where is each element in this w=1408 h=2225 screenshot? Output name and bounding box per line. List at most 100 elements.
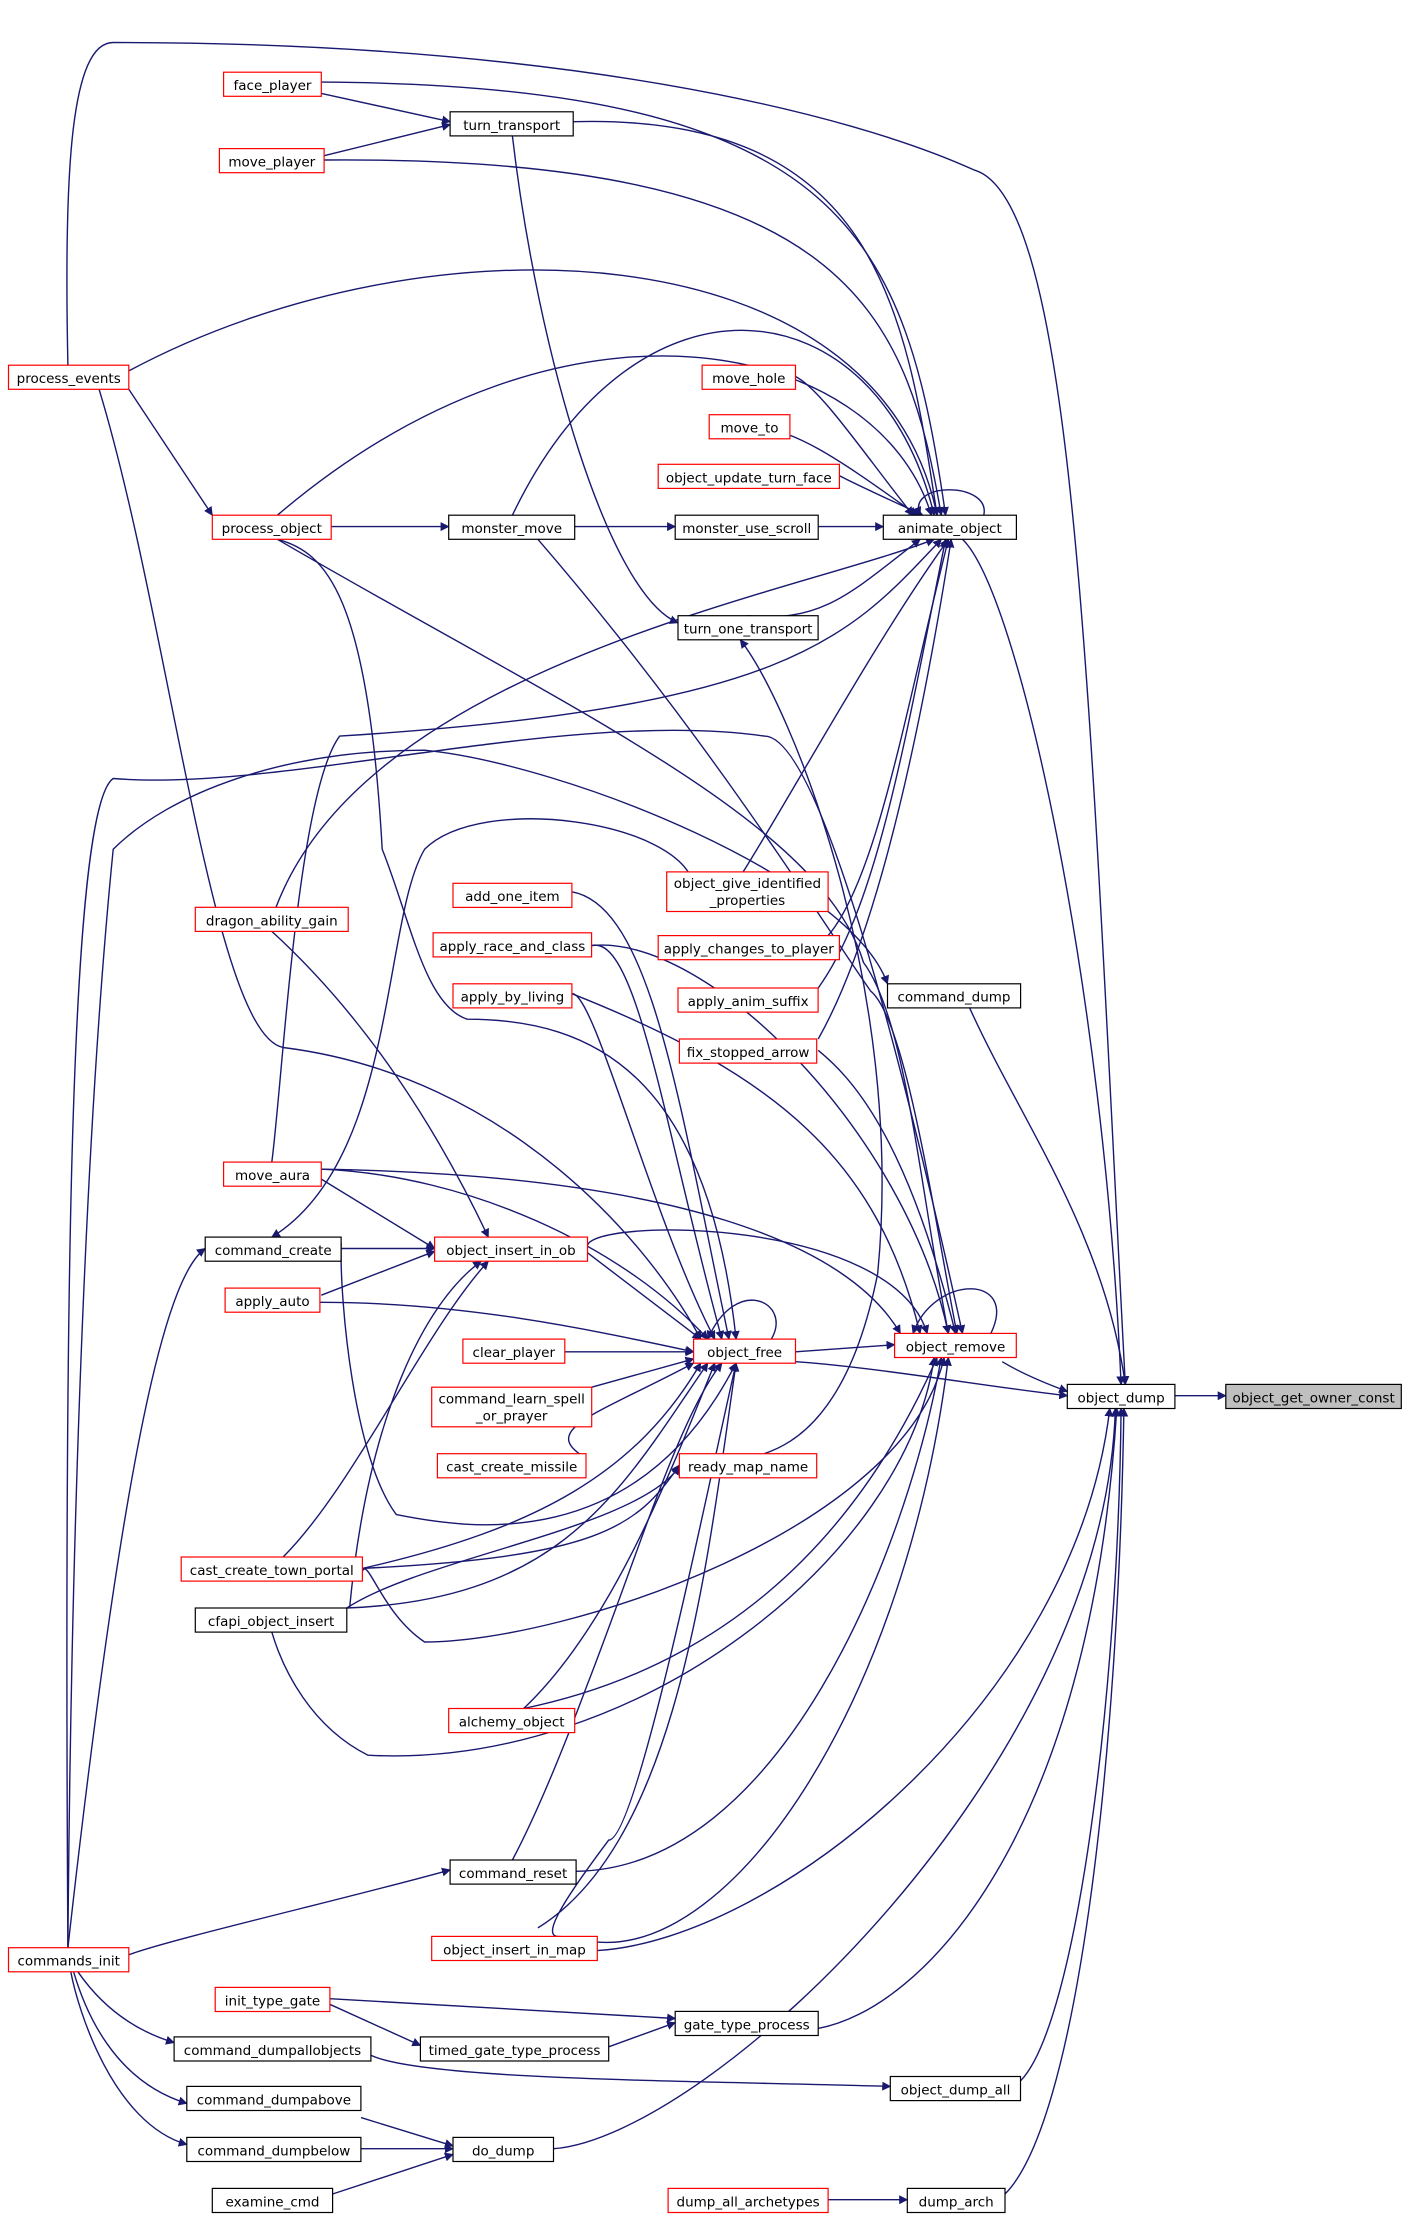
node-object-insert-in-map[interactable]: object_insert_in_map <box>431 1935 598 1962</box>
node-box <box>214 1986 331 2013</box>
node-turn-one-transport[interactable]: turn_one_transport <box>677 615 819 641</box>
node-examine-cmd[interactable]: examine_cmd <box>211 2187 334 2214</box>
node-label: object_insert_in_map <box>443 1942 586 1958</box>
node-box <box>678 1453 818 1479</box>
node-add-one-item[interactable]: add_one_item <box>452 882 573 908</box>
node-dump-arch[interactable]: dump_arch <box>906 2187 1006 2214</box>
call-edge <box>77 1971 175 2045</box>
call-edge <box>827 538 951 937</box>
call-edge <box>537 1362 740 1929</box>
node-label: apply_anim_suffix <box>688 994 809 1010</box>
node-label: fix_stopped_arrow <box>687 1045 810 1061</box>
node-box <box>452 882 573 908</box>
node-move-hole[interactable]: move_hole <box>701 364 797 390</box>
node-label: object_free <box>707 1345 782 1361</box>
node-apply-changes-to-player[interactable]: apply_changes_to_player <box>657 934 841 961</box>
node-fix-stopped-arrow[interactable]: fix_stopped_arrow <box>678 1038 818 1064</box>
call-edge <box>324 159 945 517</box>
node-object-dump[interactable]: object_dump <box>1066 1383 1176 1410</box>
call-edge <box>962 538 1126 1386</box>
node-commands-init[interactable]: commands_init <box>7 1947 130 1973</box>
call-edge <box>275 538 936 908</box>
node-command-dumpallobjects[interactable]: command_dumpallobjects <box>173 2036 372 2062</box>
node-ready-map-name[interactable]: ready_map_name <box>678 1453 818 1479</box>
node-command-dumpabove[interactable]: command_dumpabove <box>186 2085 362 2112</box>
node-cfapi-object-insert[interactable]: cfapi_object_insert <box>194 1607 348 1633</box>
call-edge <box>277 538 740 1340</box>
node-dragon-ability-gain[interactable]: dragon_ability_gain <box>194 906 349 932</box>
node-box <box>194 1607 348 1633</box>
node-label: command_dumpabove <box>197 2092 351 2108</box>
node-command-create[interactable]: command_create <box>204 1236 342 1262</box>
node-cast-create-missile[interactable]: cast_create_missile <box>436 1453 587 1479</box>
node-process-object[interactable]: process_object <box>211 514 332 540</box>
node-label: move_hole <box>712 371 785 387</box>
call-edge <box>1001 1361 1069 1393</box>
node-command-dumpbelow[interactable]: command_dumpbelow <box>186 2136 362 2163</box>
node-init-type-gate[interactable]: init_type_gate <box>214 1986 331 2013</box>
call-edge <box>271 930 489 1238</box>
call-edge <box>323 122 451 157</box>
node-monster-move[interactable]: monster_move <box>448 514 576 540</box>
node-label: move_player <box>228 155 315 171</box>
node-command-reset[interactable]: command_reset <box>449 1859 577 1885</box>
node-label: object_give_identified <box>674 876 821 892</box>
call-edge <box>511 329 937 517</box>
node-command-dump[interactable]: command_dump <box>886 983 1022 1009</box>
node-box <box>889 2075 1022 2102</box>
node-box <box>223 71 322 97</box>
node-gate-type-process[interactable]: gate_type_process <box>674 2010 819 2037</box>
node-object-get-owner-const: object_get_owner_const <box>1225 1383 1402 1410</box>
node-move-to[interactable]: move_to <box>708 414 791 440</box>
node-apply-anim-suffix[interactable]: apply_anim_suffix <box>677 987 819 1013</box>
node-label: apply_race_and_class <box>439 939 585 955</box>
node-alchemy-object[interactable]: alchemy_object <box>448 1707 576 1734</box>
node-label: gate_type_process <box>684 2017 810 2033</box>
call-edge <box>340 1242 737 1526</box>
node-object-give-identified-properties[interactable]: object_give_identified_properties <box>666 871 829 913</box>
node-turn-transport[interactable]: turn_transport <box>449 111 574 137</box>
call-edge <box>571 992 716 1340</box>
node-box <box>674 514 819 540</box>
node-face-player[interactable]: face_player <box>223 71 322 97</box>
call-edge <box>271 1356 938 1757</box>
node-process-events[interactable]: process_events <box>7 364 130 390</box>
node-command-learn-spell-or-prayer[interactable]: command_learn_spell_or_prayer <box>431 1386 593 1428</box>
node-box <box>173 2036 372 2062</box>
node-box <box>204 1236 342 1262</box>
node-apply-by-living[interactable]: apply_by_living <box>452 983 573 1009</box>
node-box <box>186 2136 362 2163</box>
node-object-remove[interactable]: object_remove <box>893 1332 1017 1359</box>
call-edge <box>321 1250 436 1296</box>
node-object-insert-in-ob[interactable]: object_insert_in_ob <box>434 1236 589 1262</box>
node-apply-race-and-class[interactable]: apply_race_and_class <box>432 932 593 958</box>
node-animate-object[interactable]: animate_object <box>882 514 1017 540</box>
call-edge <box>795 1361 1069 1400</box>
node-timed-gate-type-process[interactable]: timed_gate_type_process <box>419 2036 610 2062</box>
node-object-update-turn-face[interactable]: object_update_turn_face <box>657 463 841 489</box>
call-edge <box>817 538 955 1040</box>
node-label: add_one_item <box>465 889 560 905</box>
call-edge <box>608 2021 677 2048</box>
node-dump-all-archetypes[interactable]: dump_all_archetypes <box>667 2187 829 2214</box>
node-monster-use-scroll[interactable]: monster_use_scroll <box>674 514 819 540</box>
node-box <box>431 1386 593 1428</box>
node-box <box>674 2010 819 2037</box>
node-move-player[interactable]: move_player <box>218 148 325 174</box>
node-object-free[interactable]: object_free <box>692 1338 797 1364</box>
call-edge <box>586 1229 930 1335</box>
call-edge <box>911 1288 998 1335</box>
node-label: object_insert_in_ob <box>446 1243 575 1259</box>
node-box <box>893 1332 1017 1359</box>
call-edge <box>591 1356 695 1388</box>
node-cast-create-town-portal[interactable]: cast_create_town_portal <box>180 1556 363 1582</box>
call-edge <box>839 474 924 516</box>
node-do-dump[interactable]: do_dump <box>452 2136 555 2163</box>
node-apply-auto[interactable]: apply_auto <box>224 1287 321 1313</box>
node-label: timed_gate_type_process <box>429 2043 601 2059</box>
node-move-aura[interactable]: move_aura <box>223 1161 322 1187</box>
node-clear-player[interactable]: clear_player <box>462 1338 566 1364</box>
node-object-dump-all[interactable]: object_dump_all <box>889 2075 1022 2102</box>
node-box <box>218 148 325 174</box>
